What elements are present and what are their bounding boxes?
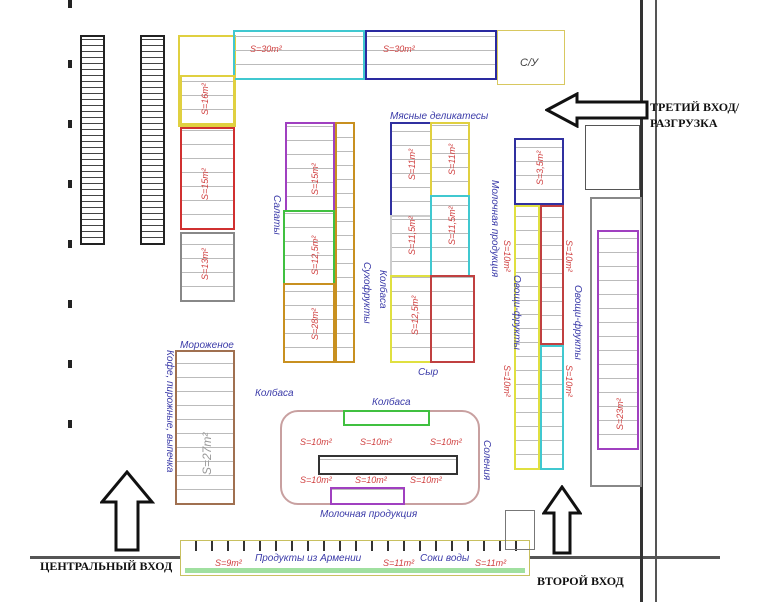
zone-island-9 <box>390 275 432 363</box>
label-sausage-2: Колбаса <box>372 397 411 408</box>
zone-left-3 <box>180 232 235 302</box>
zone-island-4 <box>335 122 355 363</box>
zone-bottom-purple <box>330 487 405 505</box>
area-bottom-4: S=10m² <box>300 475 332 485</box>
zone-strip-2 <box>540 205 564 345</box>
zone-strip-1 <box>514 205 540 470</box>
area-front-1: S=9m² <box>215 558 242 568</box>
back-room <box>585 125 640 190</box>
left-wall <box>68 0 72 465</box>
area-right: S=23m² <box>615 398 625 430</box>
second-entrance-label: ВТОРОЙ ВХОД <box>537 574 624 588</box>
label-meat: Мясные деликатесы <box>390 111 489 122</box>
label-icecream: Мороженое <box>180 340 234 351</box>
area-island-1: S=15m² <box>310 163 320 195</box>
area-bottom-1: S=10m² <box>300 437 332 447</box>
zone-top-1 <box>233 30 365 80</box>
top-left-room <box>178 35 236 127</box>
area-island-2: S=12,5m² <box>310 235 320 275</box>
area-bottom-2: S=10m² <box>360 437 392 447</box>
escalator-left <box>80 35 105 245</box>
area-strip-top: S=3,5m² <box>535 150 545 185</box>
area-strip-3: S=10m² <box>502 365 512 397</box>
area-island-6: S=11,5m² <box>407 216 417 255</box>
label-sausage-1: Колбаса <box>255 388 294 399</box>
area-icecream: S=27m² <box>200 432 214 475</box>
area-island-7: S=11,5m² <box>447 206 457 245</box>
zone-top-2 <box>365 30 497 80</box>
zone-icecream <box>175 350 235 505</box>
area-left-3: S=13m² <box>200 248 210 280</box>
label-juices: Соки воды <box>420 553 470 564</box>
arrow-up-icon <box>100 470 155 552</box>
area-strip-1: S=10m² <box>502 240 512 272</box>
label-pickles: Соления <box>481 440 492 481</box>
right-wall-outer <box>655 0 657 602</box>
right-room <box>590 197 642 487</box>
zone-island-8 <box>430 195 470 277</box>
area-island-3: S=28m² <box>310 308 320 340</box>
label-dairy-vertical: Молочная продукция <box>489 180 500 278</box>
zone-left-2 <box>180 127 235 230</box>
label-salads: Салаты <box>271 195 282 235</box>
arrow-left-icon <box>545 92 649 128</box>
area-left-1: S=16m² <box>200 83 210 115</box>
area-island-4: S=11m² <box>407 148 417 180</box>
arrow-up-icon <box>542 485 582 555</box>
zone-bottom-green <box>343 410 430 426</box>
wc-label: С/У <box>520 57 539 69</box>
area-island-5: S=11m² <box>447 143 457 175</box>
area-front-3: S=11m² <box>475 558 507 568</box>
area-top-1: S=30m² <box>250 44 282 54</box>
zone-island-2 <box>283 210 335 285</box>
zone-strip-top <box>514 138 564 205</box>
third-entrance-label: ТРЕТИЙ ВХОД/ <box>650 100 740 114</box>
escalator-right <box>140 35 165 245</box>
area-bottom-5: S=10m² <box>355 475 387 485</box>
area-front-2: S=11m² <box>383 558 415 568</box>
area-strip-2: S=10m² <box>564 240 574 272</box>
area-bottom-3: S=10m² <box>430 437 462 447</box>
front-strip-green <box>185 568 525 573</box>
zone-island-7 <box>390 215 432 277</box>
zone-strip-3 <box>540 345 564 470</box>
unloading-label: РАЗГРУЗКА <box>650 116 718 130</box>
label-dried-fruits: Сухофрукты <box>361 262 372 324</box>
area-bottom-6: S=10m² <box>410 475 442 485</box>
area-top-2: S=30m² <box>383 44 415 54</box>
area-strip-4: S=10m² <box>564 365 574 397</box>
zone-island-10 <box>430 275 475 363</box>
label-armenia: Продукты из Армении <box>255 553 362 564</box>
area-island-8: S=12,5m² <box>410 295 420 335</box>
zone-left-1 <box>180 75 235 125</box>
front-corner <box>505 510 535 550</box>
label-sausage-vertical: Колбаса <box>377 270 388 309</box>
label-veg-fruit-2: Овощи-фрукты <box>572 285 583 360</box>
label-dairy-horizontal: Молочная продукция <box>320 509 418 520</box>
zone-island-3 <box>283 283 335 363</box>
label-cheese: Сыр <box>418 367 439 378</box>
central-entrance-label: ЦЕНТРАЛЬНЫЙ ВХОД <box>40 559 173 573</box>
label-veg-fruit-1: Овощи-фрукты <box>511 275 522 350</box>
zone-bottom-center <box>318 455 458 475</box>
area-left-2: S=15m² <box>200 168 210 200</box>
wc-room <box>497 30 565 85</box>
label-coffee: Кофе, пирожные, выпечка <box>164 350 175 473</box>
zone-right <box>597 230 639 450</box>
